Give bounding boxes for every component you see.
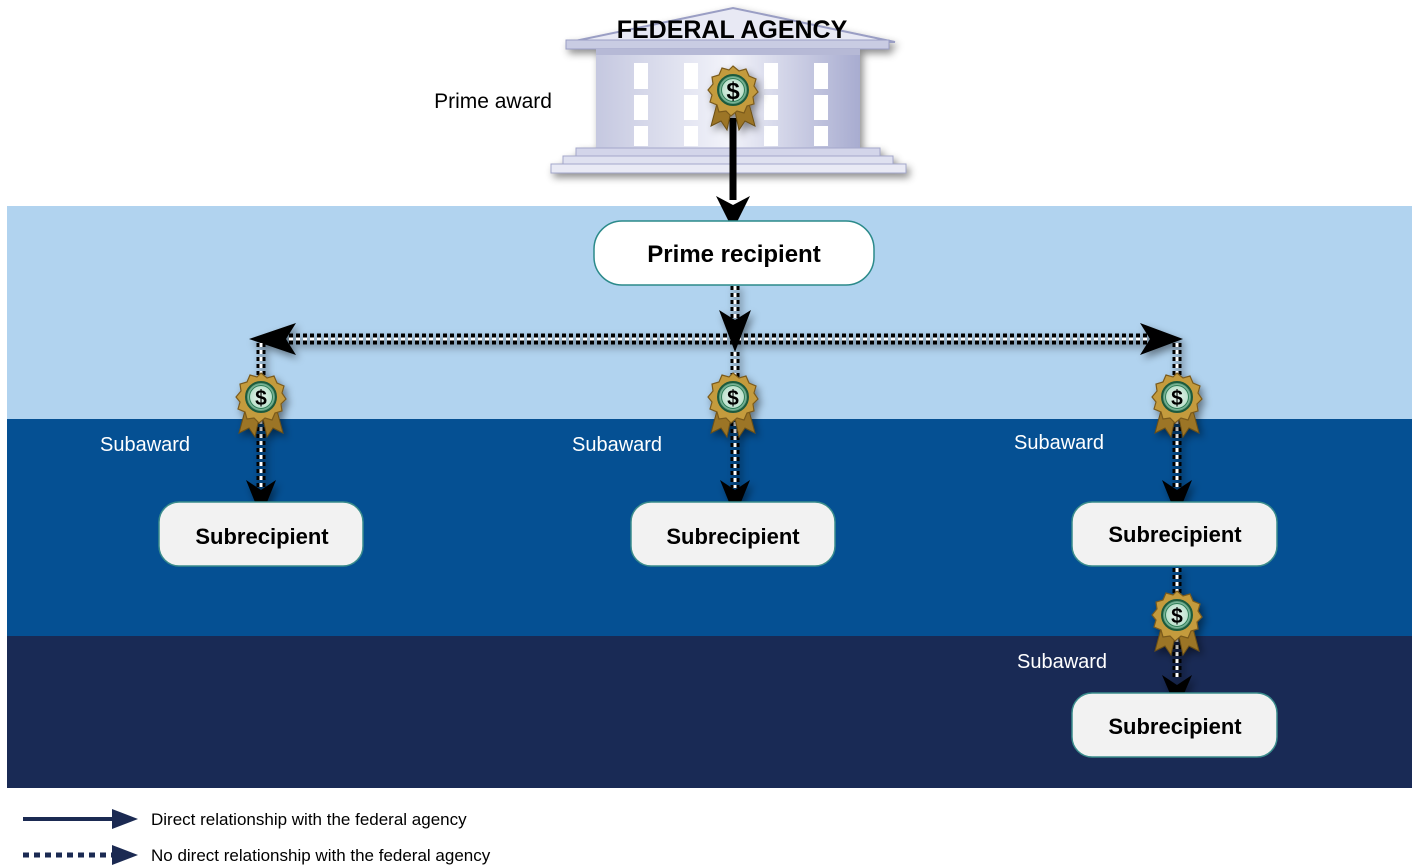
subrecipient-label: Subrecipient [195, 524, 329, 549]
subaward-label-middle: Subaward [572, 434, 662, 456]
legend: Direct relationship with the federal age… [23, 809, 491, 865]
subrecipient-node-right: Subrecipient [1071, 501, 1278, 567]
subrecipient-node-left: Subrecipient [158, 501, 364, 567]
subaward-label-left: Subaward [100, 434, 190, 456]
indirect-arrows [246, 286, 1192, 710]
medal-symbol: $ [1171, 605, 1183, 628]
dollar-medal-icon: $ [707, 65, 759, 131]
legend-direct-label: Direct relationship with the federal age… [151, 810, 467, 829]
bank-building-icon [550, 6, 907, 174]
subrecipient-node-nested: Subrecipient [1071, 692, 1278, 758]
dollar-medal-icon: $ [235, 372, 287, 438]
subrecipient-label: Subrecipient [666, 524, 800, 549]
medal-symbol: $ [727, 387, 739, 410]
prime-recipient-label: Prime recipient [647, 241, 820, 268]
legend-indirect-arrow-icon [23, 845, 138, 865]
dollar-medal-icon: $ [707, 372, 759, 438]
subrecipient-label: Subrecipient [1108, 522, 1242, 547]
agency-title: FEDERAL AGENCY [617, 16, 848, 44]
medal-symbol: $ [255, 387, 267, 410]
subaward-label-right: Subaward [1014, 432, 1104, 454]
subrecipient-label: Subrecipient [1108, 714, 1242, 739]
direct-arrow [716, 118, 750, 230]
medal-symbol: $ [1171, 387, 1183, 410]
medal-symbol: $ [726, 78, 740, 105]
legend-indirect-label: No direct relationship with the federal … [151, 846, 491, 865]
prime-award-label: Prime award [434, 90, 552, 113]
legend-direct-arrow-icon [23, 809, 138, 829]
subrecipient-node-middle: Subrecipient [630, 501, 836, 567]
prime-recipient-node: Prime recipient [593, 220, 875, 286]
dollar-medal-icon: $ [1151, 590, 1203, 656]
dollar-medal-icon: $ [1151, 372, 1203, 438]
subaward-label-nested: Subaward [1017, 651, 1107, 673]
